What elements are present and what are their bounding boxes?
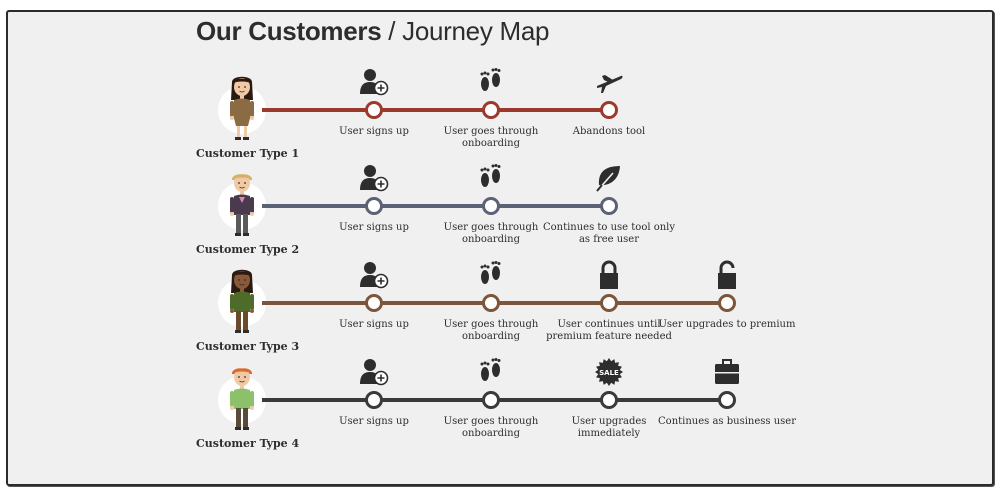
journey-line — [262, 204, 609, 208]
journey-step-label: User goes through onboarding — [443, 416, 539, 439]
footprints-icon — [476, 163, 506, 193]
journey-step-node — [482, 391, 500, 409]
journey-step-node — [482, 197, 500, 215]
customer-type-label: Customer Type 4 — [196, 437, 300, 450]
customer-type-label: Customer Type 2 — [196, 243, 300, 256]
lock-closed-icon — [594, 260, 624, 290]
journey-step-label: User goes through onboarding — [443, 126, 539, 149]
journey-step-node — [600, 101, 618, 119]
customer-avatar — [218, 368, 266, 430]
customer-avatar — [218, 269, 266, 333]
leaf-icon — [594, 163, 624, 193]
journey-step-label: User upgrades to premium — [658, 319, 796, 330]
customer-type-label: Customer Type 1 — [196, 147, 300, 160]
customer-type-label: Customer Type 3 — [196, 340, 300, 353]
journey-step-node — [365, 391, 383, 409]
journey-step-label: User upgrades immediately — [571, 416, 647, 439]
briefcase-icon — [712, 357, 742, 387]
add-user-icon — [359, 260, 389, 290]
journey-line — [262, 108, 609, 112]
diagram-frame — [6, 10, 994, 486]
lock-open-icon — [712, 260, 742, 290]
journey-step-label: Continues to use tool only as free user — [542, 222, 676, 245]
footprints-icon — [476, 67, 506, 97]
add-user-icon — [359, 163, 389, 193]
journey-step-label: User signs up — [339, 126, 409, 137]
journey-step-node — [600, 197, 618, 215]
journey-step-node — [482, 101, 500, 119]
journey-step-label: User goes through onboarding — [443, 319, 539, 342]
journey-step-label: Abandons tool — [572, 126, 646, 137]
customer-avatar — [218, 76, 266, 140]
title-bold: Our Customers — [196, 16, 382, 46]
journey-step-label: User signs up — [339, 416, 409, 427]
airplane-icon — [594, 67, 624, 97]
journey-step-label: User signs up — [339, 222, 409, 233]
journey-step-node — [365, 197, 383, 215]
footprints-icon — [476, 260, 506, 290]
journey-step-label: User signs up — [339, 319, 409, 330]
journey-step-node — [718, 294, 736, 312]
add-user-icon — [359, 357, 389, 387]
page-title: Our Customers / Journey Map — [196, 16, 549, 47]
journey-step-node — [718, 391, 736, 409]
sale-badge-text: SALE — [599, 369, 619, 377]
journey-step-label: User goes through onboarding — [443, 222, 539, 245]
journey-step-node — [365, 101, 383, 119]
footprints-icon — [476, 357, 506, 387]
title-rest: / Journey Map — [381, 16, 550, 46]
sale-badge-icon: SALE — [594, 357, 624, 387]
add-user-icon — [359, 67, 389, 97]
journey-step-node — [600, 294, 618, 312]
customer-avatar — [218, 174, 266, 236]
journey-step-label: User continues until premium feature nee… — [546, 319, 672, 342]
journey-step-node — [482, 294, 500, 312]
journey-step-label: Continues as business user — [658, 416, 796, 427]
journey-step-node — [365, 294, 383, 312]
journey-step-node — [600, 391, 618, 409]
